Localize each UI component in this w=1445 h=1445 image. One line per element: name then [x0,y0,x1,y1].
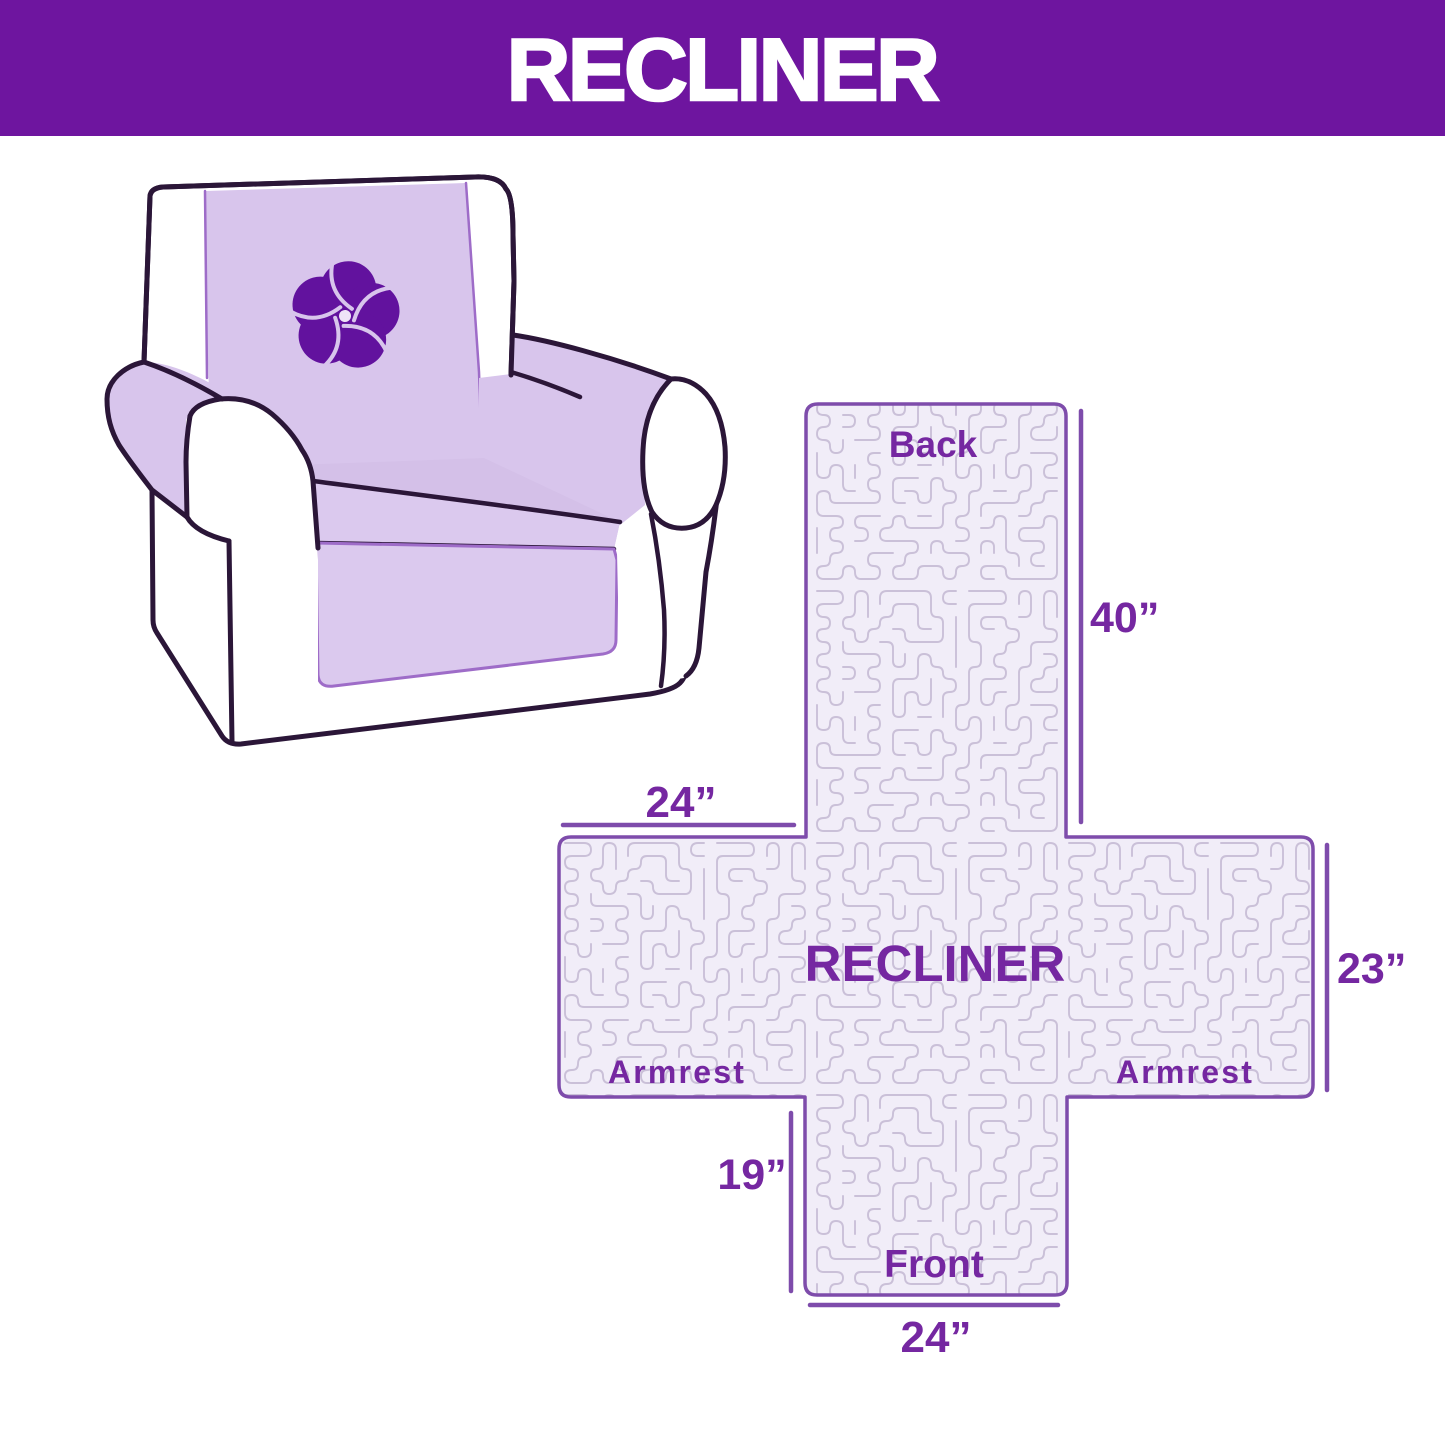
svg-text:Front: Front [884,1243,984,1286]
svg-text:Armrest: Armrest [1116,1054,1254,1090]
svg-text:RECLINER: RECLINER [805,935,1066,992]
svg-text:Armrest: Armrest [608,1054,746,1090]
svg-text:40”: 40” [1090,594,1159,642]
svg-text:19”: 19” [717,1151,786,1199]
svg-text:24”: 24” [646,778,717,827]
svg-text:24”: 24” [901,1313,972,1362]
svg-text:RECLINER: RECLINER [507,20,938,119]
svg-text:Back: Back [889,424,978,465]
svg-text:23”: 23” [1337,945,1406,993]
